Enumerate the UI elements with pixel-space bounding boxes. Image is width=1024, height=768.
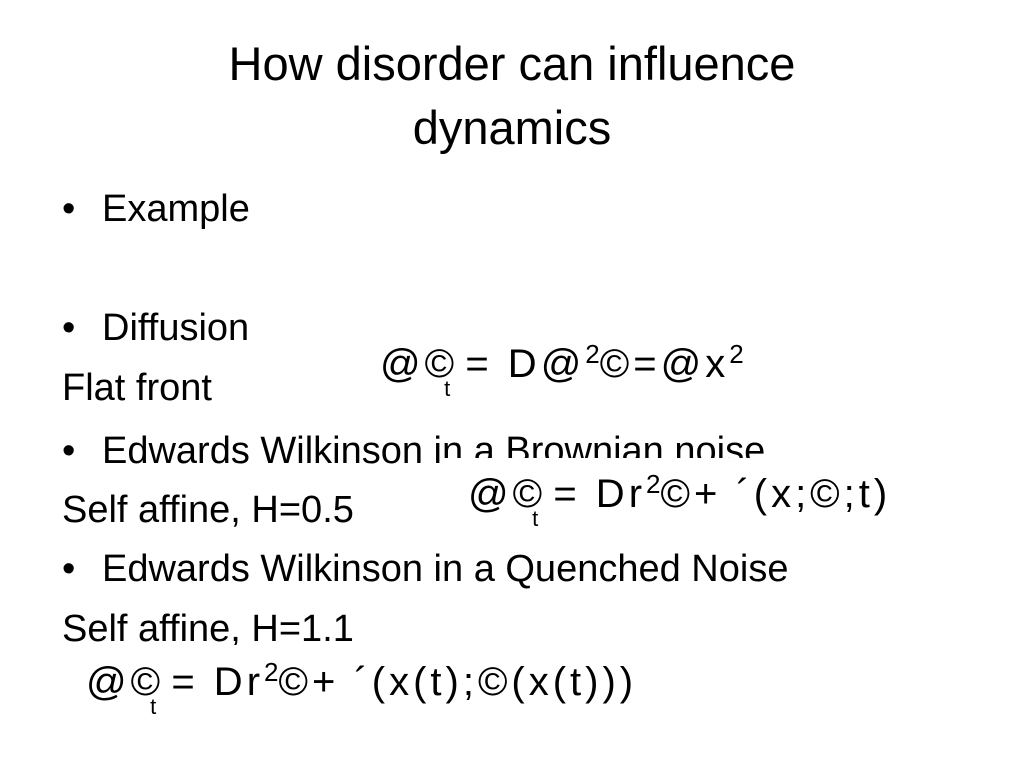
equation-diffusion: @©t = D@2©=@x2 [380,339,744,401]
equation-part: ©=@x [599,342,730,386]
equation-part: = Dr [553,472,647,516]
equation-part: ©+ ´(x(t);©(x(t))) [278,660,638,704]
equation-part: ©+ ´(x;©;t) [660,472,892,516]
bullet-text: Diffusion [102,307,250,349]
equation-part: @© [86,660,165,704]
equation-superscript: 2 [729,339,744,369]
equation-subscript: t [150,694,157,719]
slide-title-line-2: dynamics [412,101,612,154]
bullet-item-ew-quenched: • Edwards Wilkinson in a Quenched Noise [62,547,788,591]
bullet-item-diffusion: • Diffusion [62,306,249,350]
equation-superscript: 2 [264,657,279,687]
equation-superscript: 2 [646,469,661,499]
equation-ew-quenched: @©t = Dr2©+ ´(x(t);©(x(t))) [86,657,638,719]
bullet-marker: • [62,188,76,230]
bullet-marker: • [62,548,76,590]
slide-title-line-1: How disorder can influence [228,37,796,90]
equation-subscript: t [532,506,539,531]
equation-part: @© [380,342,459,386]
diffusion-subtext: Flat front [62,367,212,409]
bullet-text: Example [102,188,250,230]
ew-quenched-subtext: Self affine, H=1.1 [62,608,354,650]
text-clip-mask [60,645,420,657]
equation-part: = D@ [465,342,586,386]
equation-ew-brownian: @©t = Dr2©+ ´(x;©;t) [468,469,892,531]
bullet-marker: • [62,307,76,349]
bullet-marker: • [62,430,76,472]
equation-superscript: 2 [585,339,600,369]
equation-part: @© [468,472,547,516]
equation-subscript: t [444,376,451,401]
bullet-item-example: • Example [62,187,250,231]
text-clip-mask [440,458,910,472]
equation-part: = Dr [171,660,265,704]
bullet-text: Edwards Wilkinson in a Quenched Noise [102,548,789,590]
ew-brownian-subtext: Self affine, H=0.5 [62,489,354,531]
